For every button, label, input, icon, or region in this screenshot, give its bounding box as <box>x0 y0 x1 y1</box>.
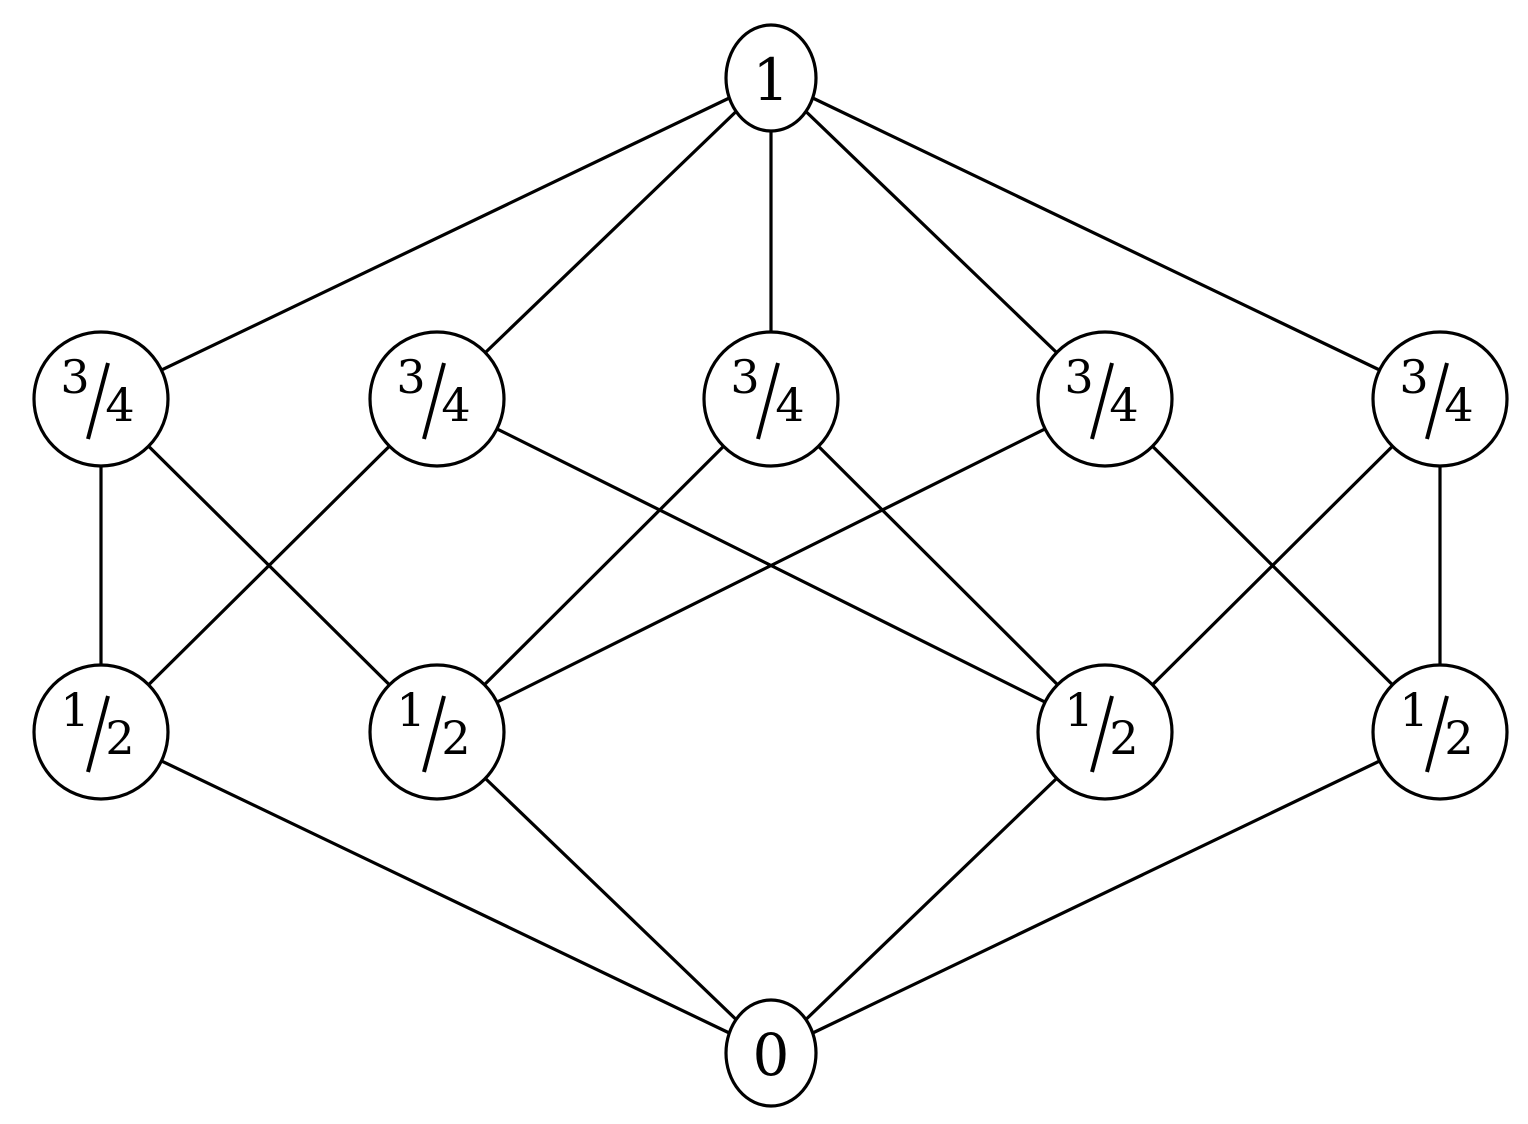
fraction-slash <box>86 695 110 773</box>
node-bottom: 0 <box>724 998 818 1108</box>
edge-a2-b1 <box>147 445 391 686</box>
edge-top-a2 <box>484 110 738 354</box>
fraction-slash <box>422 362 446 440</box>
node-circle <box>368 330 506 468</box>
edge-top-a5 <box>812 96 1381 372</box>
node-circle <box>32 330 170 468</box>
edge-b3-bottom <box>804 777 1058 1021</box>
node-circle <box>1036 663 1174 801</box>
edge-top-a4 <box>804 110 1058 354</box>
node-circle <box>724 998 818 1108</box>
node-label: 34 <box>730 350 804 432</box>
node-a1: 34 <box>32 330 170 468</box>
edge-a4-b2 <box>496 427 1046 704</box>
edge-b4-bottom <box>812 759 1381 1035</box>
fraction-slash <box>1425 362 1449 440</box>
node-label: 12 <box>60 683 134 765</box>
edge-top-a1 <box>160 96 730 372</box>
node-circle <box>368 663 506 801</box>
fraction-slash <box>1090 362 1114 440</box>
edge-b1-bottom <box>160 759 730 1035</box>
node-circle <box>1371 330 1509 468</box>
edge-a3-b2 <box>483 445 725 686</box>
node-label: 0 <box>753 1021 790 1089</box>
fraction-slash <box>86 362 110 440</box>
node-label: 34 <box>1399 350 1473 432</box>
node-a3: 34 <box>702 330 840 468</box>
node-label: 34 <box>1064 350 1138 432</box>
node-circle <box>724 23 818 133</box>
node-circle <box>1036 330 1174 468</box>
node-label: 1 <box>753 46 790 114</box>
node-b2: 12 <box>368 663 506 801</box>
fraction-slash <box>756 362 780 440</box>
edge-b2-bottom <box>484 777 738 1021</box>
edge-a3-b3 <box>817 445 1059 686</box>
node-b3: 12 <box>1036 663 1174 801</box>
edge-a5-b3 <box>1151 445 1394 686</box>
node-label: 12 <box>1399 683 1473 765</box>
node-a2: 34 <box>368 330 506 468</box>
node-label: 34 <box>60 350 134 432</box>
fraction-slash <box>1425 695 1449 773</box>
node-label: 34 <box>396 350 470 432</box>
node-label: 12 <box>396 683 470 765</box>
fraction-slash <box>422 695 446 773</box>
node-top: 1 <box>724 23 818 133</box>
node-circle <box>32 663 170 801</box>
node-layer: 1 34 34 34 34 34 12 12 12 12 0 <box>32 23 1509 1108</box>
fraction-slash <box>1090 695 1114 773</box>
node-circle <box>702 330 840 468</box>
node-label: 12 <box>1064 683 1138 765</box>
node-b4: 12 <box>1371 663 1509 801</box>
node-a4: 34 <box>1036 330 1174 468</box>
node-b1: 12 <box>32 663 170 801</box>
node-a5: 34 <box>1371 330 1509 468</box>
node-circle <box>1371 663 1509 801</box>
edge-layer <box>99 96 1442 1035</box>
